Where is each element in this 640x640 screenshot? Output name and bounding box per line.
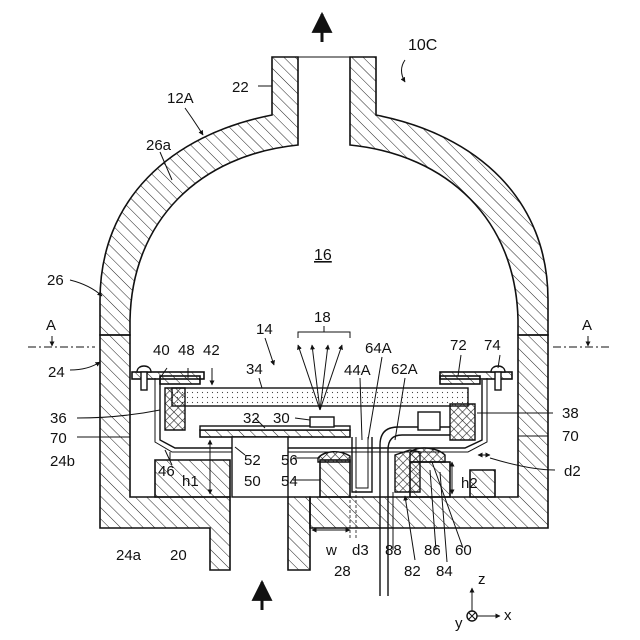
label-28: 28: [334, 563, 351, 580]
label-30: 30: [273, 410, 290, 427]
label-w: w: [325, 542, 337, 559]
label-70-right: 70: [562, 428, 579, 445]
label-70-left: 70: [50, 430, 67, 447]
label-60: 60: [455, 542, 472, 559]
label-h2: h2: [461, 475, 478, 492]
label-24a: 24a: [116, 547, 142, 564]
screw-left: [137, 366, 151, 372]
axes-indicator: [467, 588, 500, 621]
label-h1: h1: [182, 473, 199, 490]
label-24: 24: [48, 364, 65, 381]
label-34: 34: [246, 361, 263, 378]
label-74: 74: [484, 337, 501, 354]
label-42: 42: [203, 342, 220, 359]
cover-tube: [352, 437, 372, 492]
label-86: 86: [424, 542, 441, 559]
label-16: 16: [314, 247, 332, 264]
label-24b: 24b: [50, 453, 75, 470]
label-26: 26: [47, 272, 64, 289]
label-x: x: [504, 607, 512, 624]
circuit-board: [200, 430, 350, 437]
emitter-chip: [310, 417, 334, 427]
label-36: 36: [50, 410, 67, 427]
dome-wall: [100, 57, 298, 335]
holder-left: [165, 388, 185, 430]
label-88: 88: [385, 542, 402, 559]
inlet-right-wall: [288, 497, 310, 570]
label-d3: d3: [352, 542, 369, 559]
label-32: 32: [243, 410, 260, 427]
label-z: z: [478, 571, 486, 588]
label-14: 14: [256, 321, 273, 338]
label-82: 82: [404, 563, 421, 580]
label-20: 20: [170, 547, 187, 564]
connector: [418, 412, 440, 430]
screw-left-shank: [141, 372, 147, 390]
label-62A: 62A: [391, 361, 418, 378]
label-46: 46: [158, 463, 175, 480]
label-18: 18: [314, 309, 331, 326]
clip: [318, 452, 350, 462]
seal-right-lip: [410, 448, 445, 462]
label-A-left: A: [46, 317, 56, 334]
label-10C: 10C: [408, 37, 437, 54]
label-d2: d2: [564, 463, 581, 480]
label-84: 84: [436, 563, 453, 580]
seal-right-base: [410, 462, 450, 497]
bracket-18: [298, 326, 350, 338]
label-44A: 44A: [344, 362, 371, 379]
label-72: 72: [450, 337, 467, 354]
cover-tube-inner: [356, 437, 368, 488]
dome-wall-right: [350, 57, 548, 335]
label-52: 52: [244, 452, 261, 469]
label-y: y: [455, 615, 463, 632]
label-50: 50: [244, 473, 261, 490]
label-54: 54: [281, 473, 298, 490]
label-64A: 64A: [365, 340, 392, 357]
label-38: 38: [562, 405, 579, 422]
label-A-right: A: [582, 317, 592, 334]
block: [320, 460, 350, 497]
label-56: 56: [281, 452, 298, 469]
window-plate: [172, 388, 468, 406]
label-12A: 12A: [167, 90, 194, 107]
label-22: 22: [232, 79, 249, 96]
holder-right: [450, 404, 475, 440]
label-26a: 26a: [146, 137, 172, 154]
label-48: 48: [178, 342, 195, 359]
label-40: 40: [153, 342, 170, 359]
screw-right-shank: [495, 372, 501, 390]
